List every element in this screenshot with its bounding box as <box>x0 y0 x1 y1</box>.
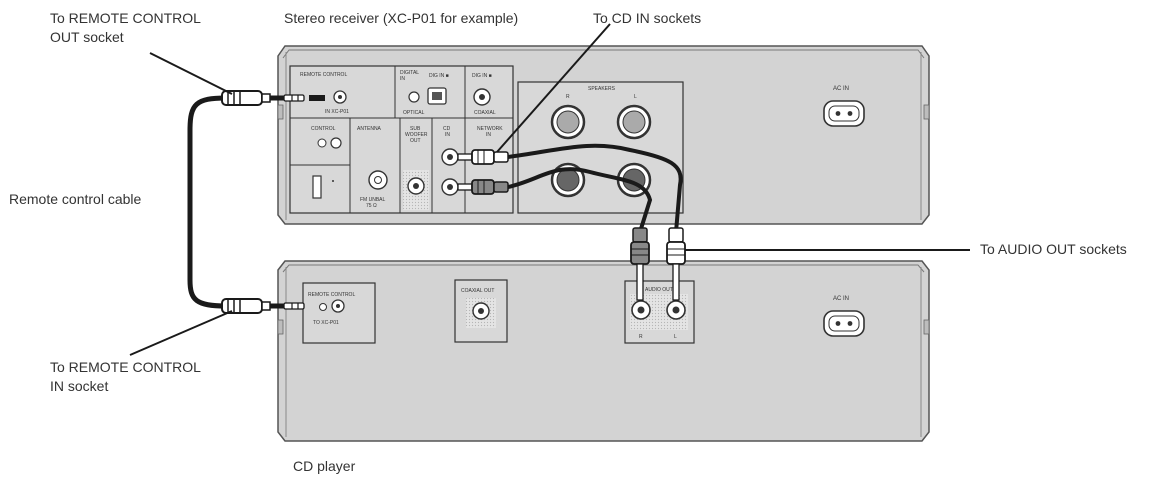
cd-ac-in-label: AC IN <box>833 296 849 302</box>
callout-remote-in-line2: IN socket <box>50 378 108 394</box>
speaker-r-label: R <box>566 94 570 100</box>
callout-remote-out-line1: To REMOTE CONTROL <box>50 10 201 26</box>
audio-out-l-label: L <box>674 334 677 340</box>
rca-plug-red-cd-in <box>457 179 509 195</box>
coaxial-out-label: COAXIAL OUT <box>461 288 494 294</box>
callout-cd-player: CD player <box>293 458 356 474</box>
callout-line-cd-in <box>496 23 611 153</box>
rca-plug-white-cd-in <box>457 149 509 165</box>
network-in-label-1: NETWORK <box>477 126 503 132</box>
stereo-receiver: REMOTE CONTROL IN XC-P01 DIGITAL IN DIG … <box>277 45 930 225</box>
dig-in-b-label: DIG IN ■ <box>472 73 492 79</box>
callout-line-remote-in <box>129 310 233 356</box>
callout-cd-in: To CD IN sockets <box>593 10 701 26</box>
cd-player: REMOTE CONTROL TO XC-P01 COAXIAL OUT AUD… <box>277 260 930 442</box>
digital-in-label-2: IN <box>400 76 405 82</box>
fm-label-1: FM UNBAL <box>360 197 386 203</box>
sub-woofer-label-2: WOOFER <box>405 132 428 138</box>
speaker-l-label: L <box>634 94 637 100</box>
cd-ac-in-socket <box>823 310 865 337</box>
receiver-remote-sub-label: IN XC-P01 <box>325 109 349 115</box>
callout-remote-in-line1: To REMOTE CONTROL <box>50 359 201 375</box>
optical-label: OPTICAL <box>403 110 425 116</box>
dig-in-a-label: DIG IN ■ <box>429 73 449 79</box>
control-label: CONTROL <box>311 126 336 132</box>
speakers-label: SPEAKERS <box>588 86 616 92</box>
callout-remote-cable: Remote control cable <box>9 191 142 207</box>
callout-lines <box>129 23 970 356</box>
network-in-label-2: IN <box>486 132 491 138</box>
digital-in-label-1: DIGITAL <box>400 70 419 76</box>
speaker-terminals <box>550 104 652 198</box>
audio-rca-cable <box>457 143 686 301</box>
sub-woofer-label-1: SUB <box>410 126 421 132</box>
receiver-remote-control-label: REMOTE CONTROL <box>300 72 347 78</box>
audio-out-r-label: R <box>639 334 643 340</box>
receiver-ac-in-socket <box>823 100 865 127</box>
callout-stereo-receiver: Stereo receiver (XC-P01 for example) <box>284 10 518 26</box>
cd-in-label-1: CD <box>443 126 451 132</box>
callout-remote-out-line2: OUT socket <box>50 29 124 45</box>
callout-audio-out: To AUDIO OUT sockets <box>980 241 1127 257</box>
rca-plug-red-audio-out <box>630 227 650 301</box>
remote-cable-plug-bottom <box>221 298 305 314</box>
cd-remote-sub-label: TO XC-P01 <box>313 320 339 326</box>
remote-control-cable <box>187 90 325 314</box>
cd-remote-control-label: REMOTE CONTROL <box>308 292 355 298</box>
audio-out-label: AUDIO OUT <box>645 287 673 293</box>
fm-label-2: 75 Ω <box>366 203 377 209</box>
cd-in-label-2: IN <box>445 132 450 138</box>
receiver-ac-in-label: AC IN <box>833 86 849 92</box>
sub-woofer-label-3: OUT <box>410 138 421 144</box>
remote-cable-plug-top <box>221 90 325 106</box>
callout-line-remote-out <box>149 52 233 95</box>
antenna-label: ANTENNA <box>357 126 382 132</box>
coaxial-label: COAXIAL <box>474 110 496 116</box>
rca-plug-white-audio-out <box>666 227 686 301</box>
